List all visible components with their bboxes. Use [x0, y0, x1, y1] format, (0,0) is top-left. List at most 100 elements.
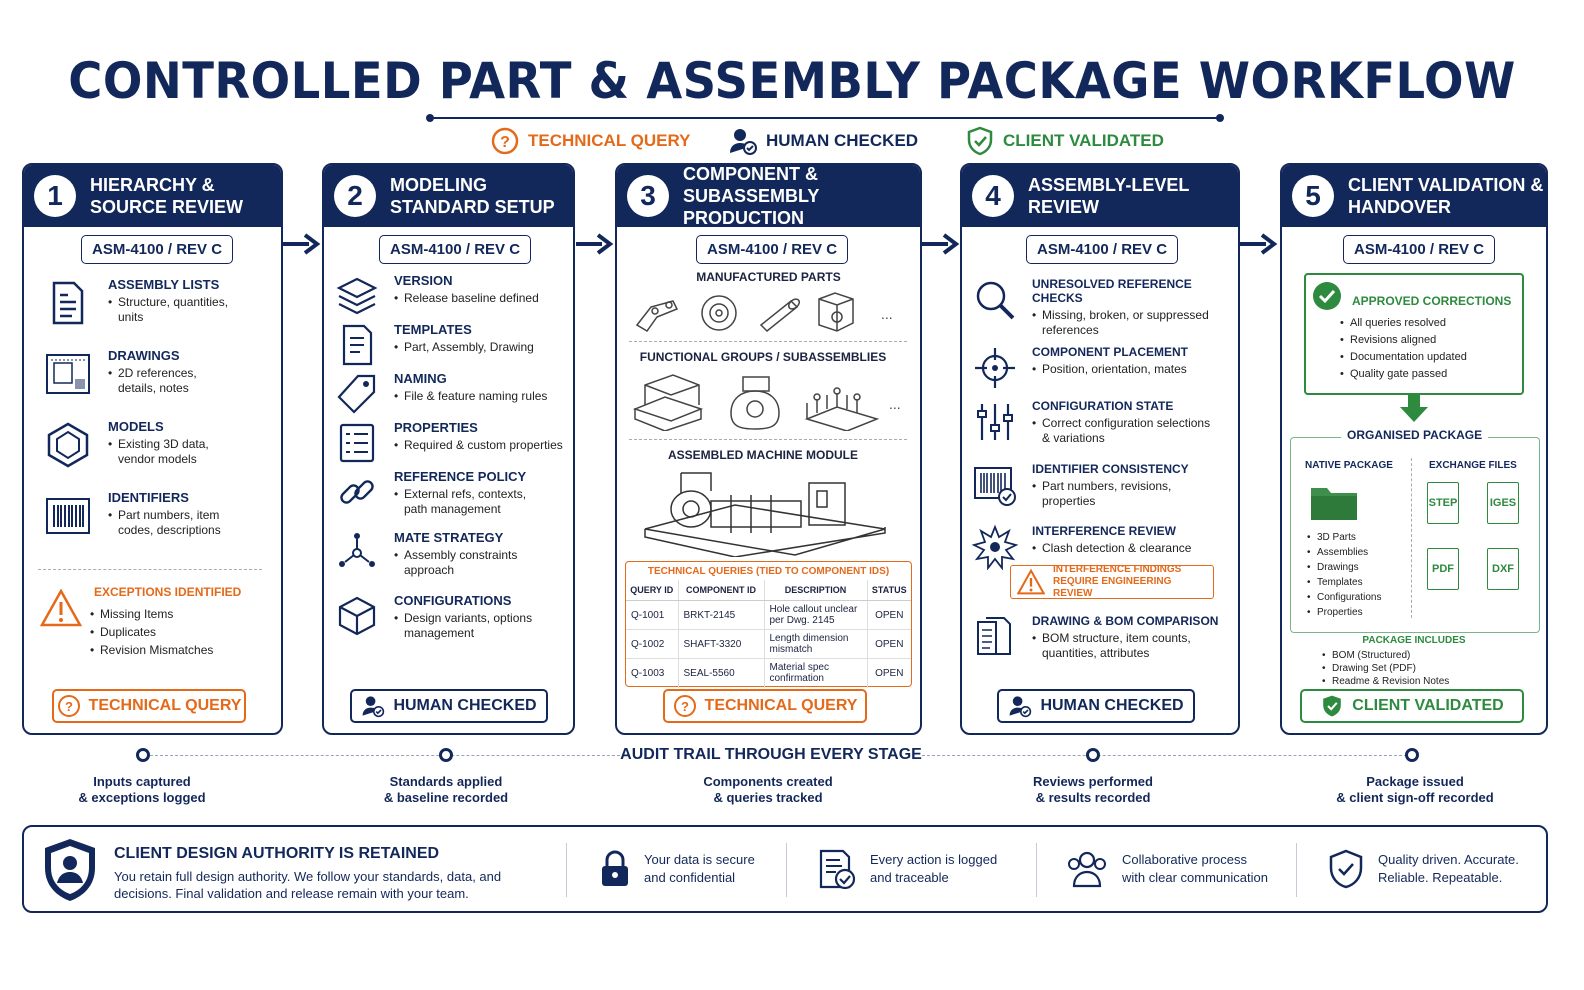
technical-queries-table-card: TECHNICAL QUERIES (TIED TO COMPONENT IDS… — [625, 561, 912, 688]
flow-arrow-icon — [283, 233, 321, 255]
cube-icon — [338, 596, 376, 636]
stage-title: ASSEMBLY-LEVEL REVIEW — [1028, 175, 1190, 217]
technical-query-badge[interactable]: ? TECHNICAL QUERY — [52, 689, 246, 723]
stage-1-card: 1 HIERARCHY & SOURCE REVIEW ASM-4100 / R… — [22, 163, 283, 735]
item-reference-checks: UNRESOLVED REFERENCE CHECKSMissing, brok… — [972, 277, 1238, 338]
feature-secure: Your data is secure and confidential — [600, 827, 755, 911]
stage-number: 2 — [334, 175, 376, 217]
flow-arrow-icon — [576, 233, 614, 255]
timeline-caption: Standards applied & baseline recorded — [383, 774, 509, 805]
stage-header: 5 CLIENT VALIDATION & HANDOVER — [1282, 165, 1546, 227]
mate-icon — [339, 533, 375, 567]
timeline-caption: Reviews performed & results recorded — [1033, 774, 1153, 805]
folder-icon — [1311, 488, 1357, 520]
barcode-icon — [46, 498, 90, 534]
burst-icon — [972, 524, 1018, 570]
item-models: MODELSExisting 3D data, vendor models — [42, 419, 209, 471]
stage-number: 5 — [1292, 175, 1334, 217]
stage-number: 3 — [627, 175, 669, 217]
page-title: CONTROLLED PART & ASSEMBLY PACKAGE WORKF… — [68, 52, 1516, 110]
audit-line — [922, 755, 1412, 756]
human-checked-badge[interactable]: HUMAN CHECKED — [350, 689, 548, 723]
item-reference-policy: REFERENCE POLICYExternal refs, contexts,… — [334, 469, 526, 517]
stage-4-card: 4 ASSEMBLY-LEVEL REVIEW ASM-4100 / REV C… — [960, 163, 1240, 735]
stage-header: 3 COMPONENT & SUBASSEMBLY PRODUCTION — [617, 165, 920, 228]
dxf-file-icon: DXF — [1487, 548, 1519, 590]
iges-file-icon: IGES — [1487, 482, 1519, 524]
stage-header: 4 ASSEMBLY-LEVEL REVIEW — [962, 165, 1238, 227]
stage-header: 1 HIERARCHY & SOURCE REVIEW — [24, 165, 281, 227]
footer-title: CLIENT DESIGN AUTHORITY IS RETAINED — [114, 845, 440, 862]
stage-number: 4 — [972, 175, 1014, 217]
footer-banner: CLIENT DESIGN AUTHORITY IS RETAINED You … — [22, 825, 1548, 913]
flow-arrow-icon — [922, 233, 960, 255]
footer-text: You retain full design authority. We fol… — [114, 869, 502, 901]
magnifier-icon — [976, 281, 1015, 320]
timeline-caption: Inputs captured & exceptions logged — [78, 774, 206, 805]
assembly-ref-tag: ASM-4100 / REV C — [1026, 235, 1179, 264]
timeline-dot — [1086, 748, 1100, 762]
item-identifiers: IDENTIFIERSPart numbers, item codes, des… — [42, 490, 221, 542]
technical-queries-table: QUERY ID COMPONENT ID DESCRIPTION STATUS… — [626, 580, 911, 688]
svg-text:...: ... — [889, 396, 901, 412]
divider — [38, 569, 262, 570]
shield-check-icon — [1329, 849, 1363, 889]
pdf-file-icon: PDF — [1427, 548, 1459, 590]
item-naming: NAMINGFile & feature naming rules — [334, 371, 547, 417]
assembly-ref-tag: ASM-4100 / REV C — [379, 235, 532, 264]
item-drawings: DRAWINGS2D references, details, notes — [42, 348, 197, 400]
tag-icon — [337, 374, 376, 414]
client-validated-badge[interactable]: CLIENT VALIDATED — [1300, 689, 1524, 723]
properties-icon — [339, 423, 375, 463]
item-templates: TEMPLATESPart, Assembly, Drawing — [334, 322, 534, 368]
interference-warning: INTERFERENCE FINDINGS REQUIRE ENGINEERIN… — [1010, 564, 1214, 599]
timeline-caption: Components created & queries tracked — [703, 774, 833, 805]
item-drawing-bom-comparison: DRAWING & BOM COMPARISONBOM structure, i… — [972, 614, 1218, 661]
timeline-dot — [439, 748, 453, 762]
assembly-ref-tag: ASM-4100 / REV C — [696, 235, 849, 264]
people-icon — [1068, 851, 1106, 888]
title-rule — [426, 114, 1224, 122]
shield-check-icon — [1323, 695, 1342, 717]
svg-text:?: ? — [681, 699, 689, 714]
item-configurations: CONFIGURATIONSDesign variants, options m… — [334, 593, 532, 641]
template-icon — [342, 324, 373, 366]
human-checked-badge[interactable]: HUMAN CHECKED — [997, 689, 1195, 723]
subassemblies-icon: ... — [632, 374, 901, 431]
technical-query-badge[interactable]: ? TECHNICAL QUERY — [663, 689, 867, 723]
model-cube-icon — [47, 422, 89, 468]
functional-groups-label: FUNCTIONAL GROUPS / SUBASSEMBLIES — [639, 350, 887, 364]
shield-user-icon — [45, 839, 95, 901]
svg-text:?: ? — [500, 134, 510, 151]
drawing-icon — [46, 354, 90, 394]
stage-5-card: 5 CLIENT VALIDATION & HANDOVER ASM-4100 … — [1280, 163, 1548, 735]
question-circle-icon: ? — [673, 695, 696, 717]
document-list-icon — [52, 281, 84, 325]
divider — [629, 439, 907, 440]
item-component-placement: COMPONENT PLACEMENTPosition, orientation… — [972, 345, 1188, 391]
audit-line — [150, 755, 620, 756]
item-interference-review: INTERFERENCE REVIEWClash detection & cle… — [972, 524, 1191, 570]
layers-icon — [336, 277, 378, 315]
check-circle-icon — [1313, 282, 1341, 310]
stage-header: 2 MODELING STANDARD SETUP — [324, 165, 573, 227]
item-identifier-consistency: IDENTIFIER CONSISTENCYPart numbers, revi… — [972, 462, 1189, 509]
stage-number: 1 — [34, 175, 76, 217]
link-icon — [340, 480, 374, 504]
lock-icon — [602, 850, 628, 886]
timeline-dot — [136, 748, 150, 762]
crosshair-icon — [975, 348, 1015, 388]
timeline-caption: Package issued & client sign-off recorde… — [1336, 774, 1494, 805]
item-assembly-lists: ASSEMBLY LISTSStructure, quantities, uni… — [42, 277, 228, 329]
down-arrow-icon — [1400, 395, 1428, 422]
log-icon — [819, 849, 856, 890]
assembly-ref-tag: ASM-4100 / REV C — [1343, 235, 1496, 264]
machine-module-icon — [644, 472, 886, 557]
item-configuration-state: CONFIGURATION STATECorrect configuration… — [972, 399, 1210, 446]
flow-arrow-icon — [1240, 233, 1278, 255]
shield-check-icon — [967, 126, 993, 156]
user-check-icon — [1010, 696, 1032, 718]
